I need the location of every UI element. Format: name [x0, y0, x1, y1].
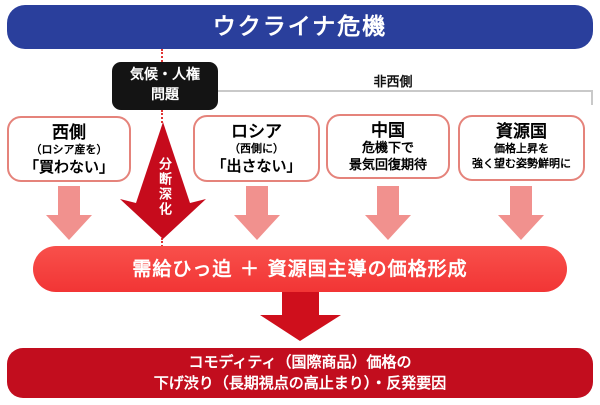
arrow-head — [498, 215, 544, 240]
down-arrow-china-icon — [365, 186, 411, 240]
actor-russia-sub2: 「出さない」 — [211, 156, 302, 175]
down-arrow-russia-icon — [234, 186, 280, 240]
actor-russia-title: ロシア — [231, 122, 282, 142]
actor-box-west: 西側 （ロシア産を） 「買わない」 — [7, 116, 131, 182]
actor-west-sub2: 「買わない」 — [23, 157, 114, 176]
arrow-shaft — [246, 186, 268, 215]
actor-west-sub1: （ロシア産を） — [30, 143, 108, 157]
arrow-head — [234, 215, 280, 240]
arrow-head — [365, 215, 411, 240]
actor-china-sub1: 危機下で — [361, 141, 414, 157]
down-arrow-west-icon — [46, 186, 92, 240]
actor-china-sub2: 景気回復期待 — [348, 158, 427, 174]
actor-box-russia: ロシア （西側に） 「出さない」 — [193, 115, 320, 182]
actor-box-resource-countries: 資源国 価格上昇を 強く望む姿勢鮮明に — [458, 115, 585, 181]
actor-china-title: 中国 — [371, 121, 405, 141]
climate-box-line1: 気候・人権 — [130, 67, 200, 83]
climate-box-line2: 問題 — [151, 87, 179, 104]
actor-russia-sub1: （西側に） — [229, 142, 284, 156]
commodity-banner-line2: 下げ渋り（長期視点の高止まり）・反発要因 — [153, 374, 447, 392]
dotted-connector-bottom — [161, 238, 163, 247]
climate-human-rights-box: 気候・人権 問題 — [112, 62, 218, 110]
supply-demand-banner: 需給ひっ迫 ＋ 資源国主導の価格形成 — [33, 246, 567, 292]
commodity-banner-line1: コモディティ（国際商品）価格の — [188, 353, 412, 371]
arrow-shaft — [377, 186, 399, 215]
division-arrow-label: 分断深化 — [156, 157, 171, 217]
dotted-connector-mid — [161, 110, 163, 123]
arrow-head — [46, 215, 92, 240]
actor-resource-sub1: 価格上昇を — [494, 142, 549, 156]
dotted-connector-top — [161, 49, 163, 62]
title-banner: ウクライナ危機 — [7, 5, 593, 49]
commodity-price-banner: コモディティ（国際商品）価格の 下げ渋り（長期視点の高止まり）・反発要因 — [7, 348, 593, 398]
arrow-shaft — [58, 186, 80, 215]
non-west-bracket — [190, 90, 593, 105]
actor-west-title: 西側 — [52, 123, 86, 143]
arrow-shaft — [510, 186, 532, 215]
actor-box-china: 中国 危機下で 景気回復期待 — [326, 114, 450, 179]
non-west-label: 非西側 — [373, 75, 413, 90]
actor-resource-title: 資源国 — [496, 122, 547, 142]
down-arrow-resource-icon — [498, 186, 544, 240]
big-down-arrow-icon — [260, 292, 341, 341]
actor-resource-sub2: 強く望む姿勢鮮明に — [472, 156, 571, 170]
